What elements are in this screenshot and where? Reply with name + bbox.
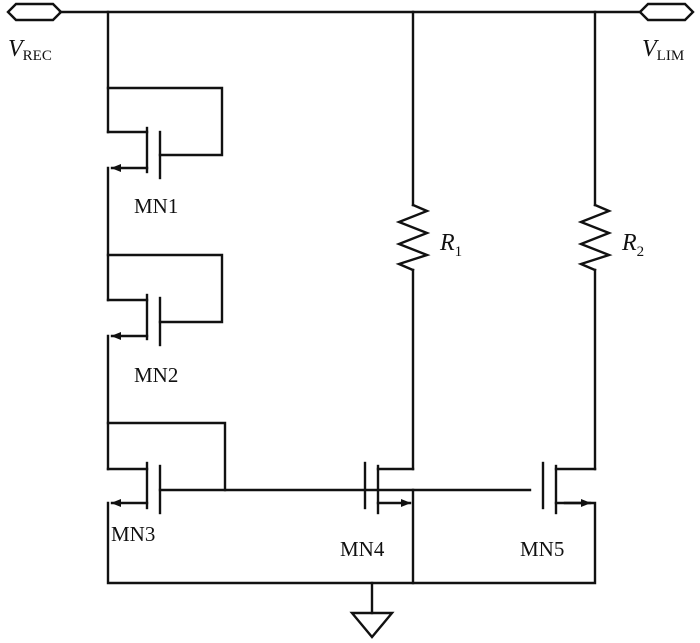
transistor-mn1 xyxy=(106,10,224,180)
r1-label: R1 xyxy=(439,230,462,260)
ground-icon xyxy=(349,581,395,639)
port-vrec-symbol[interactable] xyxy=(6,2,63,22)
port-vlim-symbol[interactable] xyxy=(638,2,695,22)
resistor-r1 xyxy=(395,10,431,272)
mn3-label: MN3 xyxy=(111,522,155,546)
port-vlim-label: VLIM xyxy=(642,36,684,64)
port-vrec-label: VREC xyxy=(8,36,52,64)
transistor-mn5 xyxy=(541,461,597,515)
r2-label: R2 xyxy=(621,230,644,260)
transistor-mn3 xyxy=(106,421,227,515)
transistor-mn2 xyxy=(106,253,224,347)
mn5-label: MN5 xyxy=(520,537,564,561)
mn1-label: MN1 xyxy=(134,194,178,218)
mn2-label: MN2 xyxy=(134,363,178,387)
transistor-mn4 xyxy=(363,461,415,585)
mn4-label: MN4 xyxy=(340,537,385,561)
resistor-r2 xyxy=(577,10,613,272)
